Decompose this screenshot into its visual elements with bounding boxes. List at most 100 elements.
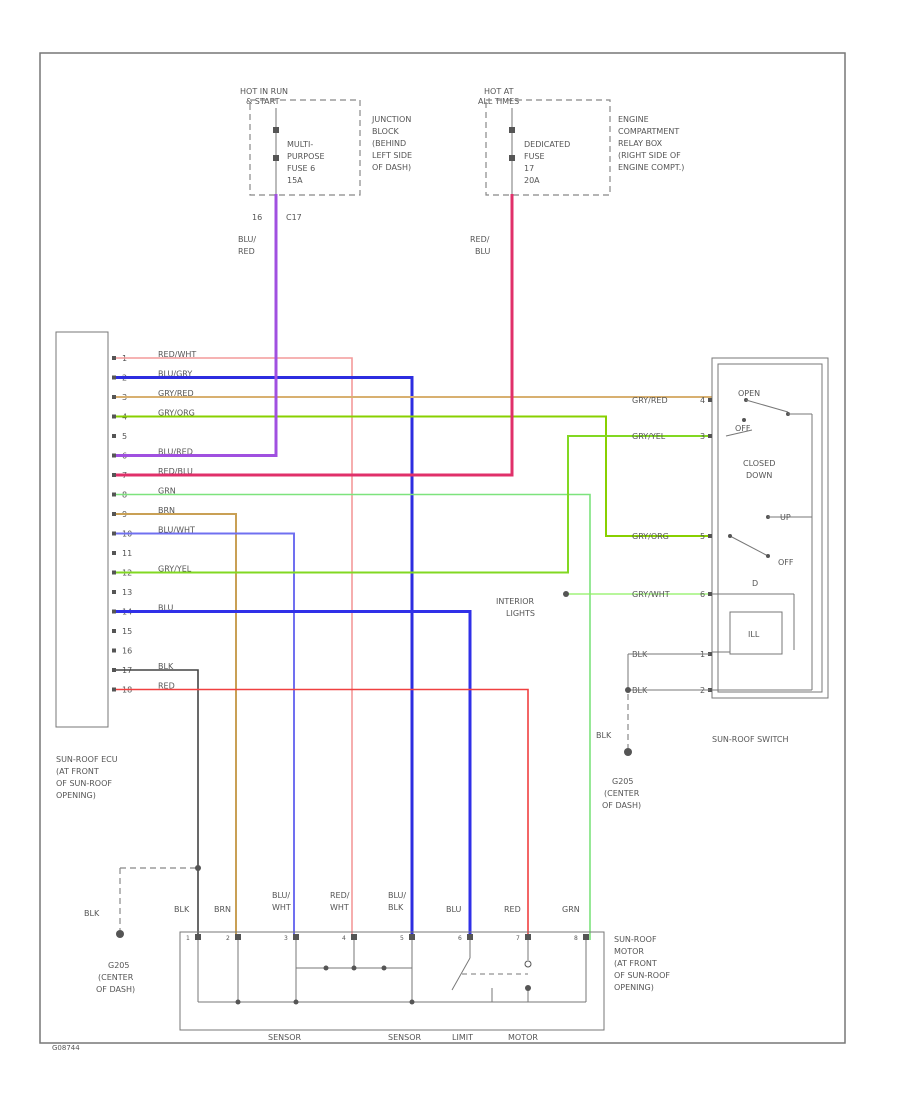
motor-ground-line-2: OF DASH) bbox=[96, 985, 135, 994]
motor-pin-terminal bbox=[351, 934, 357, 940]
motor-brush bbox=[524, 960, 532, 968]
motor-pin-terminal bbox=[467, 934, 473, 940]
ecu-pin-terminal bbox=[112, 492, 116, 497]
ecu-pin-label-10: BLU/WHT bbox=[158, 526, 195, 535]
switch-pin-label-4: GRY/RED bbox=[632, 396, 668, 405]
motor-wire-label-7: RED bbox=[504, 905, 521, 914]
motor-bottom-label-2: SENSOR bbox=[388, 1033, 421, 1042]
ecu-pin-terminal bbox=[112, 375, 116, 380]
fuse-right-hot-label-2: ALL TIMES bbox=[478, 97, 519, 106]
motor-wire-label-5-b: BLK bbox=[388, 903, 404, 912]
switch-ground-line-1: (CENTER bbox=[604, 789, 640, 798]
fuse-right-wire-0: RED/ bbox=[470, 235, 490, 244]
motor-label-4: OPENING) bbox=[614, 983, 654, 992]
motor-label-0: SUN-ROOF bbox=[614, 935, 657, 944]
fuse-right-wire-1: BLU bbox=[475, 247, 491, 256]
ecu-pin-label-2: BLU/GRY bbox=[158, 370, 192, 379]
ecu-pin-label-14: BLU bbox=[158, 604, 174, 613]
ecu-pin-number-15: 15 bbox=[122, 627, 132, 636]
switch-off-label-2: OFF bbox=[778, 558, 794, 567]
switch-up-label: UP bbox=[780, 513, 791, 522]
fuse-left-group: HOT IN RUN & START MULTI- PURPOSE FUSE 6… bbox=[238, 87, 412, 256]
switch-ill-label: ILL bbox=[748, 630, 760, 639]
fuse-right-loc-2: RELAY BOX bbox=[618, 139, 663, 148]
switch-off-label-1: OFF bbox=[735, 424, 751, 433]
motor-pin-number-2: 2 bbox=[226, 935, 230, 942]
motor-junction bbox=[293, 999, 299, 1005]
interior-lights: INTERIOR LIGHTS bbox=[496, 591, 569, 618]
switch-pin-label-5: GRY/ORG bbox=[632, 532, 669, 541]
fuse-left-line-1: PURPOSE bbox=[287, 152, 325, 161]
ecu-pin-terminal bbox=[112, 512, 116, 516]
ecu-pin-number-13: 13 bbox=[122, 588, 132, 597]
ecu-pin-number-16: 16 bbox=[122, 647, 132, 656]
wire-gry-yel bbox=[116, 435, 712, 574]
interior-lights-label-1: LIGHTS bbox=[506, 609, 535, 618]
ecu-pin-number-5: 5 bbox=[122, 432, 127, 441]
ecu-pin-terminal bbox=[112, 590, 116, 594]
ecu-pin-label-18: RED bbox=[158, 682, 175, 691]
wire-red bbox=[116, 688, 529, 940]
switch-open-label: OPEN bbox=[738, 389, 760, 398]
switch-inner-box bbox=[717, 363, 823, 693]
motor-pin-terminal bbox=[293, 934, 299, 940]
motor-label-1: MOTOR bbox=[614, 947, 644, 956]
interior-lights-terminal bbox=[563, 591, 569, 597]
ecu-pin-label-7: RED/BLU bbox=[158, 467, 193, 476]
fuse-left-box bbox=[249, 99, 361, 196]
wire-gry-org bbox=[116, 415, 712, 537]
ecu-pin-label-4: GRY/ORG bbox=[158, 409, 195, 418]
fuse-right-hot-label-1: HOT AT bbox=[484, 87, 514, 96]
motor-junction bbox=[235, 999, 241, 1005]
switch-closed-label-2: DOWN bbox=[746, 471, 772, 480]
motor-pin-number-4: 4 bbox=[342, 935, 346, 942]
switch-pin-terminal bbox=[708, 398, 712, 402]
wire-grn bbox=[116, 493, 591, 940]
ecu-pin-terminal bbox=[112, 687, 116, 692]
fuse-left-line-0: MULTI- bbox=[287, 140, 313, 149]
motor-wire-label-2: BRN bbox=[214, 905, 231, 914]
ecu-box bbox=[55, 331, 109, 728]
motor-pin-number-8: 8 bbox=[574, 935, 578, 942]
ecu-pin-label-9: BRN bbox=[158, 506, 175, 515]
motor-label-3: OF SUN-ROOF bbox=[614, 971, 670, 980]
motor-junction bbox=[323, 965, 329, 971]
fuse-right-loc-0: ENGINE bbox=[618, 115, 649, 124]
motor-group: BLK1BRN2BLU/WHT3RED/WHT4BLU/BLK5BLU6RED7… bbox=[174, 891, 670, 1042]
switch-ground-line-0: G205 bbox=[612, 777, 633, 786]
fuse-right-loc-1: COMPARTMENT bbox=[618, 127, 679, 136]
ecu-pin-terminal bbox=[112, 434, 116, 438]
ecu-pin-terminal bbox=[112, 414, 116, 419]
motor-pin-terminal bbox=[409, 934, 415, 940]
motor-pin-number-1: 1 bbox=[186, 935, 190, 942]
fuse-left-loc-1: BLOCK bbox=[372, 127, 400, 136]
ecu-pin-terminal bbox=[112, 551, 116, 555]
motor-pin-terminal bbox=[525, 934, 531, 940]
switch-pin-number-6: 6 bbox=[700, 590, 705, 599]
motor-wire-label-4: RED/ bbox=[330, 891, 350, 900]
switch-ill-box bbox=[729, 611, 783, 655]
fuse-left-hot-label-1: HOT IN RUN bbox=[240, 87, 288, 96]
ecu-pin-terminal bbox=[112, 473, 116, 477]
ground-icon bbox=[116, 930, 124, 938]
ecu-pin-terminal bbox=[112, 668, 116, 672]
fuse-left-wire-0: BLU/ bbox=[238, 235, 256, 244]
motor-bottom-label-4: MOTOR bbox=[508, 1033, 538, 1042]
fuse-left-loc-3: LEFT SIDE bbox=[372, 151, 412, 160]
switch-pin-terminal bbox=[708, 434, 712, 438]
fuse-left-line-3: 15A bbox=[287, 176, 303, 185]
fuse-right-loc-3: (RIGHT SIDE OF bbox=[618, 151, 681, 160]
wire-red-blu bbox=[116, 194, 514, 477]
motor-ground-line-1: (CENTER bbox=[98, 973, 134, 982]
motor-label-2: (AT FRONT bbox=[614, 959, 657, 968]
motor-pin-terminal bbox=[195, 934, 201, 940]
switch-closed-label-1: CLOSED bbox=[743, 459, 775, 468]
diagram-frame bbox=[39, 52, 846, 1044]
motor-pin-number-7: 7 bbox=[516, 935, 520, 942]
motor-box bbox=[179, 931, 605, 1031]
fuse-left-pin-1: C17 bbox=[286, 213, 302, 222]
switch-ground: BLK G205 (CENTER OF DASH) bbox=[596, 653, 710, 810]
